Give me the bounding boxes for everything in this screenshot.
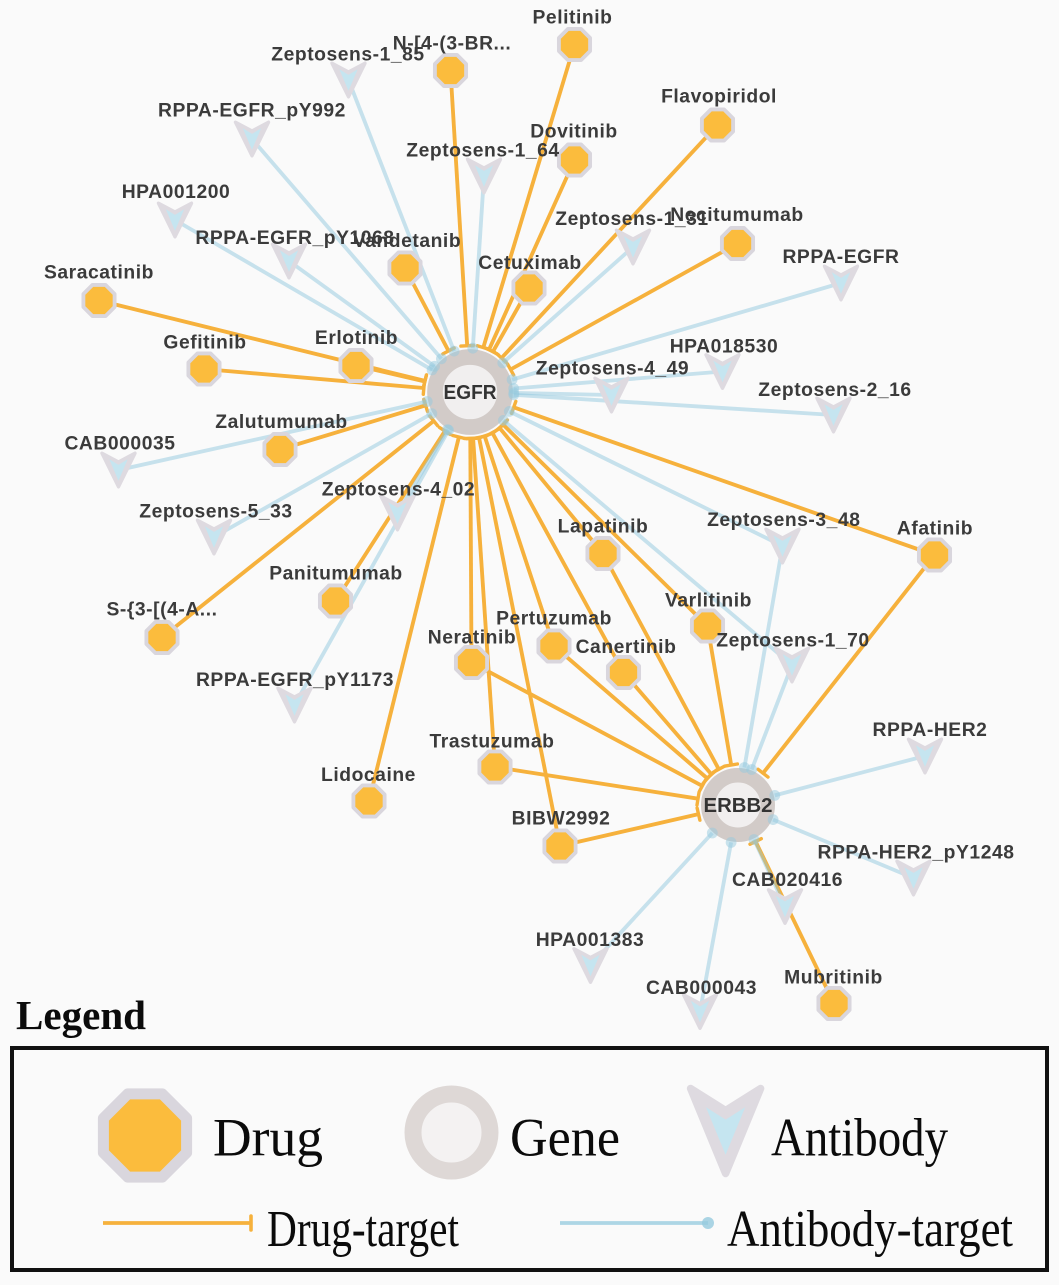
svg-text:Dovitinib: Dovitinib (530, 122, 617, 143)
svg-text:CAB020416: CAB020416 (732, 870, 843, 891)
svg-text:Antibody-target: Antibody-target (727, 1201, 1013, 1258)
svg-text:HPA001383: HPA001383 (536, 930, 645, 951)
svg-text:Cetuximab: Cetuximab (478, 253, 582, 274)
svg-text:Zalutumumab: Zalutumumab (215, 412, 347, 433)
svg-text:Mubritinib: Mubritinib (784, 968, 883, 989)
svg-text:Zeptosens-1_31: Zeptosens-1_31 (555, 209, 708, 230)
svg-text:Pertuzumab: Pertuzumab (496, 609, 612, 630)
svg-text:RPPA-EGFR_pY1068: RPPA-EGFR_pY1068 (195, 228, 394, 249)
svg-text:Drug: Drug (213, 1108, 323, 1168)
svg-text:Zeptosens-2_16: Zeptosens-2_16 (758, 380, 911, 401)
svg-text:Zeptosens-1_85: Zeptosens-1_85 (271, 45, 424, 66)
svg-text:RPPA-EGFR_pY1173: RPPA-EGFR_pY1173 (196, 670, 394, 691)
svg-text:CAB000043: CAB000043 (646, 978, 757, 999)
svg-text:S-{3-[(4-A...: S-{3-[(4-A... (106, 600, 217, 621)
svg-text:RPPA-EGFR_pY992: RPPA-EGFR_pY992 (158, 101, 346, 122)
svg-text:Trastuzumab: Trastuzumab (430, 732, 555, 753)
svg-text:Gene: Gene (510, 1108, 620, 1168)
svg-text:Zeptosens-1_64: Zeptosens-1_64 (406, 141, 559, 162)
svg-text:BIBW2992: BIBW2992 (512, 809, 611, 830)
svg-text:Neratinib: Neratinib (428, 628, 517, 649)
svg-text:Lidocaine: Lidocaine (321, 765, 416, 786)
svg-text:Lapatinib: Lapatinib (558, 517, 649, 538)
svg-text:ERBB2: ERBB2 (704, 795, 773, 817)
svg-text:HPA001200: HPA001200 (122, 182, 231, 203)
svg-text:Gefitinib: Gefitinib (163, 333, 246, 354)
svg-text:Pelitinib: Pelitinib (533, 8, 613, 29)
svg-text:Zeptosens-3_48: Zeptosens-3_48 (707, 510, 860, 531)
svg-text:Zeptosens-4_02: Zeptosens-4_02 (322, 480, 475, 501)
svg-text:CAB000035: CAB000035 (64, 434, 175, 455)
svg-text:Legend: Legend (16, 992, 146, 1038)
svg-text:Erlotinib: Erlotinib (315, 328, 398, 349)
svg-text:Panitumumab: Panitumumab (269, 564, 403, 585)
svg-text:Canertinib: Canertinib (576, 637, 677, 658)
svg-text:Saracatinib: Saracatinib (44, 263, 154, 284)
svg-text:HPA018530: HPA018530 (670, 337, 779, 358)
svg-text:Flavopiridol: Flavopiridol (661, 87, 777, 108)
svg-text:RPPA-HER2: RPPA-HER2 (873, 720, 988, 741)
svg-text:Antibody: Antibody (771, 1108, 948, 1168)
svg-text:Drug-target: Drug-target (267, 1201, 459, 1258)
svg-text:Zeptosens-1_70: Zeptosens-1_70 (716, 631, 869, 652)
svg-text:Varlitinib: Varlitinib (665, 591, 752, 612)
svg-text:RPPA-HER2_pY1248: RPPA-HER2_pY1248 (817, 843, 1014, 864)
svg-text:RPPA-EGFR: RPPA-EGFR (782, 247, 899, 268)
svg-text:Zeptosens-5_33: Zeptosens-5_33 (139, 502, 292, 523)
svg-text:Afatinib: Afatinib (897, 519, 973, 540)
svg-text:EGFR: EGFR (444, 382, 498, 404)
svg-text:Zeptosens-4_49: Zeptosens-4_49 (536, 359, 689, 380)
